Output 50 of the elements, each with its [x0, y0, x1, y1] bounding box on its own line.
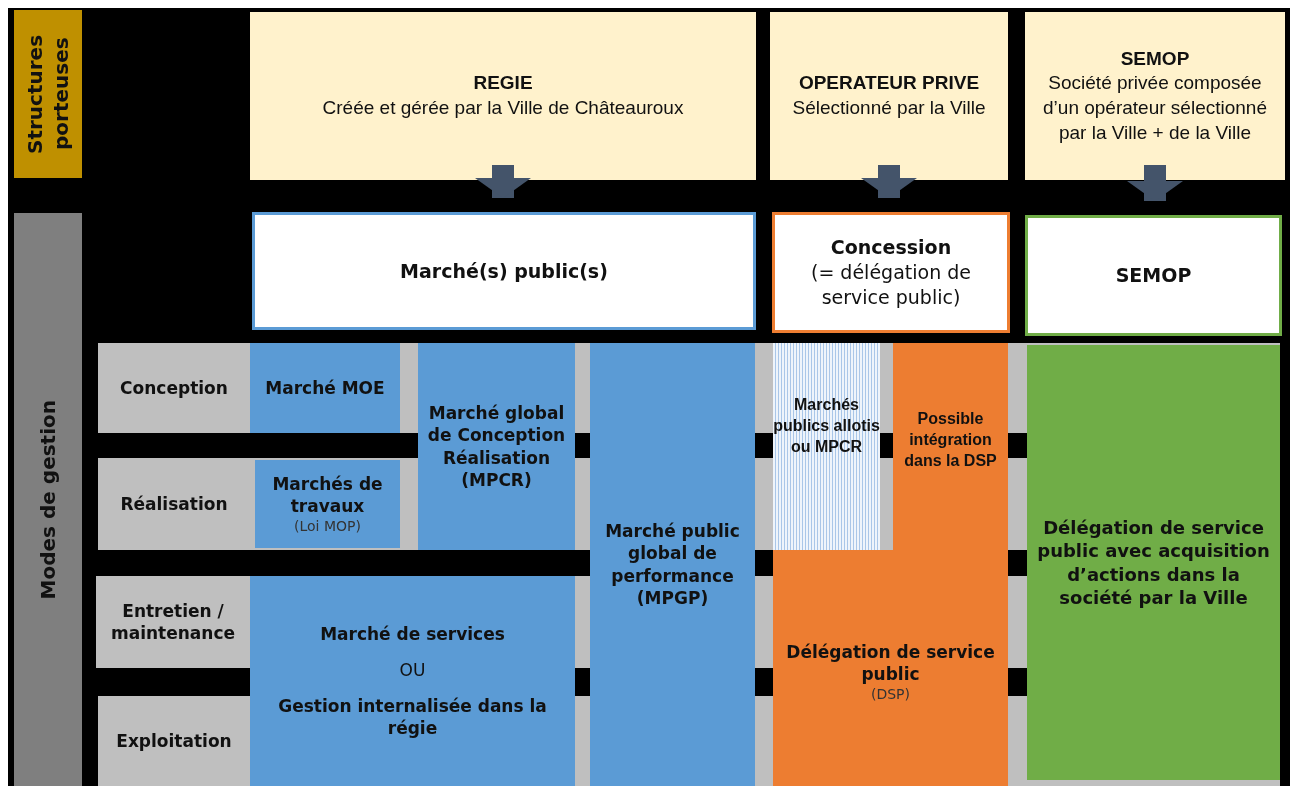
box-text: Délégation de service public (DSP): [785, 641, 996, 704]
box-text: Sélectionné par la Ville: [792, 96, 986, 120]
box-text: Possible intégration dans la DSP: [903, 409, 998, 471]
mode-box: [772, 212, 1010, 333]
box-text: SEMOP: [1120, 46, 1190, 71]
contract-box: [1027, 345, 1280, 780]
contract-box: [773, 343, 880, 550]
box-text: OU: [399, 658, 426, 681]
row-label: [98, 458, 250, 550]
mode-box: [1025, 215, 1282, 336]
box-text: Société privée composée d’un opérateur sélectionné par la Ville + de la Ville: [1042, 71, 1268, 145]
box-text: Délégation de service public avec acquisition d’actions dans la société par la Ville: [1037, 515, 1270, 610]
contract-box: [250, 343, 400, 433]
structure-box: [1025, 12, 1285, 180]
box-text: Gestion internalisée dans la régie: [277, 695, 548, 740]
box-text: Concession: [830, 235, 952, 261]
structure-box: [250, 12, 756, 180]
box-text: Marchés de travaux (Loi MOP): [271, 472, 384, 536]
contract-box: [250, 576, 575, 786]
box-text: REGIE: [473, 71, 533, 96]
section-band: [14, 10, 82, 178]
box-text: Marché de services: [320, 622, 505, 645]
section-band: [14, 213, 82, 786]
contract-box: [590, 343, 755, 786]
box-text: Structures porteuses: [22, 33, 74, 156]
box-text: Réalisation: [120, 492, 228, 516]
box-text: Marchés publics allotis ou MPCR: [773, 395, 880, 457]
box-text: Marché global de Conception Réalisation (MPCR): [426, 402, 567, 491]
row-label: [98, 696, 250, 786]
dsp-shape: [773, 343, 1008, 786]
box-text: Marché public global de performance (MPGP): [604, 520, 741, 609]
box-text: Entretien / maintenance: [109, 599, 237, 645]
mode-box: [252, 212, 756, 330]
box-text: Marché MOE: [265, 376, 385, 400]
row-label: [98, 343, 250, 433]
box-text: Modes de gestion: [35, 399, 61, 600]
box-text: Marché(s) public(s): [400, 258, 608, 284]
block-arrow: [1127, 165, 1183, 201]
row-label: [96, 576, 250, 668]
box-text: Conception: [120, 376, 228, 400]
structure-box: [770, 12, 1008, 180]
contract-box: [418, 343, 575, 550]
block-arrow: [861, 165, 917, 198]
box-text: (= délégation de service public): [810, 260, 972, 310]
box-text: SEMOP: [1115, 263, 1192, 288]
contract-box: [255, 460, 400, 548]
box-text: OPERATEUR PRIVE: [798, 71, 980, 96]
block-arrow: [475, 165, 531, 198]
box-text: Exploitation: [116, 729, 232, 753]
box-text: Créée et gérée par la Ville de Châteauroux: [322, 96, 684, 120]
